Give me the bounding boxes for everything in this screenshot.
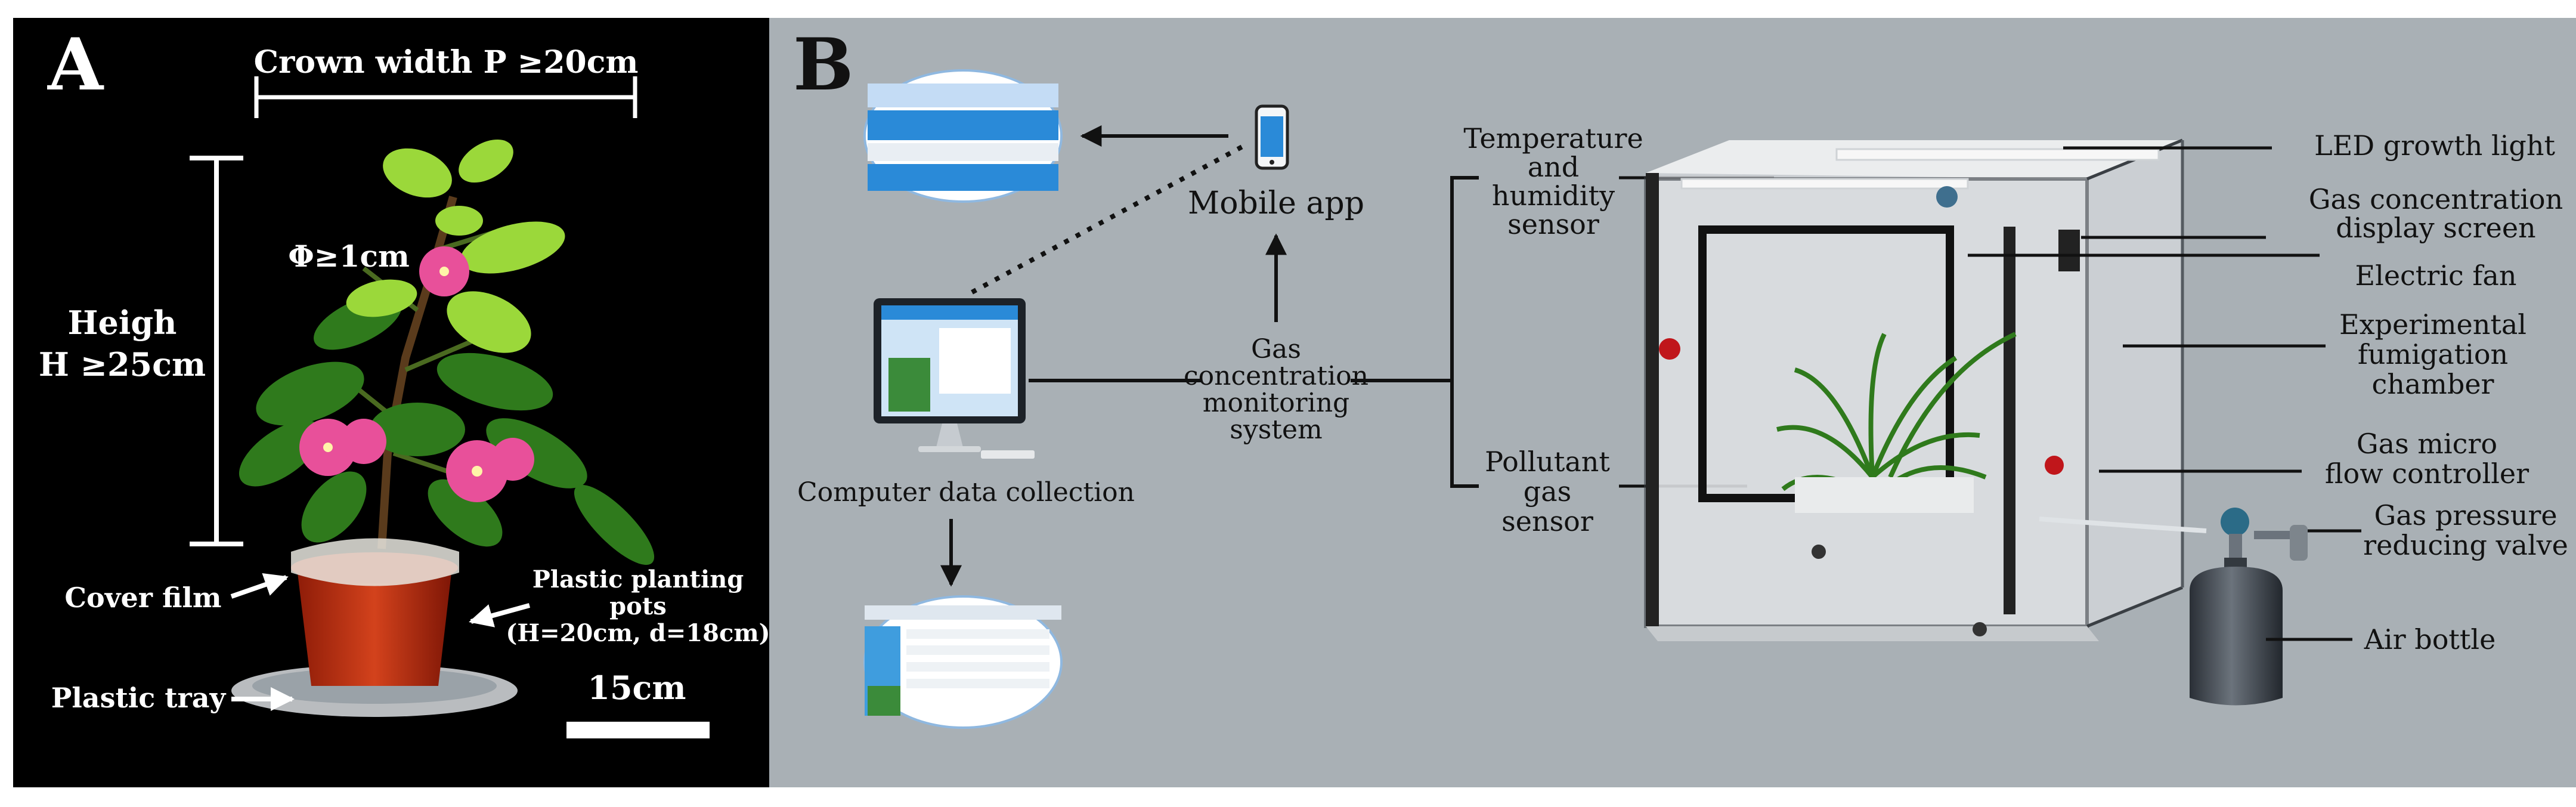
monitoring-label-line3: monitoring (1203, 388, 1349, 418)
pots-label-line2: pots (609, 592, 667, 620)
chamber-label-line3: chamber (2371, 368, 2494, 400)
pollutant-label-line1: Pollutant (1485, 446, 1610, 478)
pots-label-line1: Plastic planting (532, 565, 744, 593)
scale-label: 15cm (587, 669, 686, 707)
flow-label-line2: flow controller (2325, 457, 2529, 490)
chamber-label-line1: Experimental (2339, 308, 2527, 341)
computer-label: Computer data collection (797, 477, 1135, 508)
scale-bar (566, 722, 710, 738)
plant-illustration (239, 139, 655, 565)
fan-label: Electric fan (2355, 259, 2517, 292)
monitoring-label-line2: concentration (1184, 361, 1368, 391)
led-label: LED growth light (2314, 129, 2555, 162)
pressure-reducing-valve (2221, 508, 2308, 561)
plant-box (1795, 477, 1974, 513)
sensor-bracket (1450, 176, 1479, 488)
display-label-line2: display screen (2336, 212, 2535, 244)
panel-a: A Crown width P ≥20cm Heigh H ≥25cm Φ≥1c… (13, 18, 770, 787)
pollutant-label-line2: gas (1524, 475, 1571, 508)
monitoring-label-line1: Gas (1251, 334, 1301, 364)
valve-label-line2: reducing valve (2363, 529, 2568, 561)
diameter-label: Φ≥1cm (288, 239, 410, 274)
flow-label-line1: Gas micro (2357, 428, 2497, 460)
height-bar (190, 156, 243, 546)
height-label-line1: Heigh (68, 304, 177, 342)
temp-label-line1: Temperature (1463, 122, 1643, 154)
data-screen-magnifier (863, 595, 1063, 729)
temp-label-line2: and (1528, 151, 1580, 183)
crown-width-label: Crown width P ≥20cm (254, 44, 639, 81)
gas-tube (2039, 517, 2207, 533)
chamber-label-line2: fumigation (2358, 338, 2508, 370)
cover-film-arrow (230, 573, 289, 599)
panel-a-letter: A (47, 23, 104, 107)
panel-b: B Mobile app Computer (769, 18, 2576, 787)
phone-icon (1255, 104, 1289, 170)
crown-width-bar (254, 76, 637, 118)
pots-arrow (469, 603, 531, 627)
pollutant-label-line3: sensor (1501, 505, 1593, 537)
pots-label-line3: (H=20cm, d=18cm) (506, 619, 770, 647)
bottle-label: Air bottle (2364, 623, 2496, 656)
fumigation-chamber (1644, 138, 2184, 641)
tray-label: Plastic tray (51, 682, 227, 714)
height-label-line2: H ≥25cm (39, 345, 206, 384)
cover-film-label: Cover film (64, 582, 221, 614)
temp-label-line4: sensor (1507, 208, 1599, 240)
pot-illustration (231, 538, 518, 717)
panel-b-letter: B (793, 23, 853, 107)
mobile-app-label: Mobile app (1188, 185, 1364, 221)
display-label-line1: Gas concentration (2309, 183, 2563, 215)
monitoring-label-line4: system (1230, 415, 1322, 445)
valve-label-line1: Gas pressure (2374, 499, 2557, 531)
air-bottle (2190, 558, 2283, 706)
temp-label-line3: humidity (1492, 180, 1615, 212)
computer-icon (874, 298, 1035, 459)
app-screen-magnifier (863, 69, 1063, 203)
